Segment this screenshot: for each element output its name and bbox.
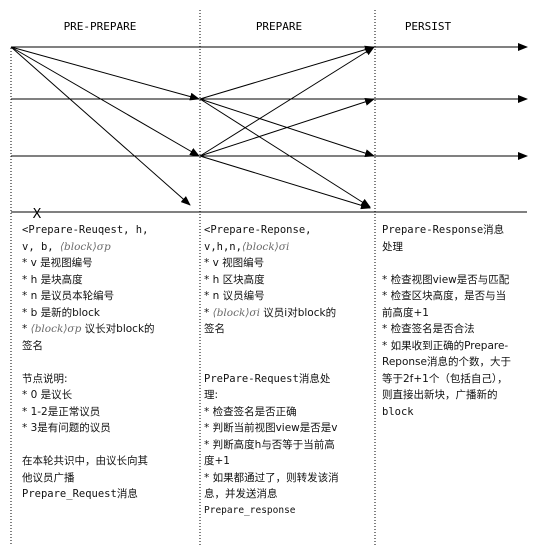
- prepare-line: * 检查签名是否正确: [204, 405, 297, 418]
- pre-prepare-line: [22, 354, 198, 371]
- msg-prepare-1-to-3: [199, 98, 371, 208]
- pre-prepare-description: <Prepare-Reuqest, h, v, b, ⟨block⟩σp * v 是…: [22, 222, 198, 503]
- pre-prepare-line: <Prepare-Reuqest, h,: [22, 224, 149, 236]
- prepare-description: <Prepare-Reponse, v,h,n,⟨block⟩σi * v 视图编号…: [204, 222, 372, 519]
- prepare-line: * 判断高度h与否等于当前高: [204, 438, 335, 451]
- prepare-line: Prepare_response: [204, 504, 296, 516]
- prepare-line: 度+1: [204, 455, 230, 467]
- msg-prepare-2-to-1: [199, 98, 375, 157]
- failed-node-mark: X: [33, 207, 42, 222]
- msg-prepare-2-to-0: [199, 46, 375, 157]
- prepare-line: [204, 354, 372, 371]
- msg-pre-prepare-to-3: [10, 46, 191, 206]
- block-signature: ⟨block⟩σi: [212, 306, 260, 319]
- pre-prepare-line: 签名: [22, 339, 43, 352]
- prepare-line: v,h,n,⟨block⟩σi: [204, 240, 290, 253]
- pre-prepare-line: 他议员广播: [22, 471, 75, 484]
- prepare-line: PrePare-Request消息处: [204, 372, 331, 385]
- pre-prepare-line: [22, 437, 198, 454]
- prepare-line: * n 议员编号: [204, 290, 265, 302]
- pre-prepare-line: v, b, ⟨block⟩σp: [22, 240, 111, 253]
- pre-prepare-line: * v 是视图编号: [22, 257, 93, 269]
- persist-line: 则直接出新块，广播新的: [382, 389, 498, 401]
- msg-pre-prepare-to-1: [10, 46, 200, 101]
- prepare-line: <Prepare-Reponse,: [204, 224, 312, 236]
- pre-prepare-line: * ⟨block⟩σp 议长对block的: [22, 323, 155, 335]
- pre-prepare-line: 在本轮共识中，由议长向其: [22, 455, 148, 467]
- persist-description: Prepare-Response消息处理 * 检查视图view是否与匹配 * 检查区…: [382, 222, 534, 420]
- persist-line: * 如果收到正确的Prepare-: [382, 339, 509, 352]
- prepare-line: 息，并发送消息: [204, 488, 278, 500]
- phase-header-persist: PERSIST: [405, 20, 452, 33]
- prepare-line: * 判断当前视图view是否是v: [204, 422, 338, 434]
- pre-prepare-line: * h 是块高度: [22, 273, 83, 286]
- msg-prepare-2-to-3: [199, 155, 371, 210]
- prepare-line: [204, 338, 372, 355]
- persist-line: * 检查区块高度，是否与当: [382, 290, 507, 302]
- prepare-line: * h 区块高度: [204, 273, 265, 286]
- persist-line: 处理: [382, 240, 403, 253]
- pre-prepare-line: 节点说明:: [22, 372, 68, 385]
- prepare-line: * ⟨block⟩σi 议员i对block的: [204, 306, 337, 319]
- persist-line: * 检查视图view是否与匹配: [382, 273, 510, 286]
- persist-line: Reponse消息的个数，大于: [382, 356, 511, 368]
- persist-line: 前高度+1: [382, 306, 429, 319]
- prepare-line: * 如果都通过了，则转发该消: [204, 471, 339, 484]
- persist-line: block: [382, 405, 414, 418]
- msg-pre-prepare-to-2: [10, 46, 200, 157]
- pre-prepare-line: Prepare_Request消息: [22, 488, 138, 500]
- block-signature: ⟨block⟩σp: [30, 323, 82, 335]
- persist-line: * 检查签名是否合法: [382, 323, 475, 335]
- block-signature: ⟨block⟩σp: [59, 240, 111, 253]
- block-signature: ⟨block⟩σi: [241, 240, 290, 253]
- pre-prepare-line: * 1-2是正常议员: [22, 405, 101, 418]
- msg-prepare-1-to-0: [199, 45, 375, 100]
- persist-line: [382, 255, 534, 272]
- pre-prepare-line: * 0 是议长: [22, 389, 73, 401]
- prepare-line: 签名: [204, 323, 225, 335]
- phase-header-pre-prepare: PRE-PREPARE: [64, 20, 137, 33]
- persist-line: 等于2f+1个（包括自己），: [382, 372, 508, 385]
- prepare-line: * v 视图编号: [204, 257, 265, 269]
- pre-prepare-line: * 3是有问题的议员: [22, 422, 111, 434]
- persist-line: Prepare-Response消息: [382, 224, 505, 236]
- prepare-line: 理:: [204, 389, 219, 401]
- pre-prepare-line: * n 是议员本轮编号: [22, 290, 115, 302]
- pre-prepare-line: * b 是新的block: [22, 306, 100, 319]
- phase-header-prepare: PREPARE: [256, 20, 302, 33]
